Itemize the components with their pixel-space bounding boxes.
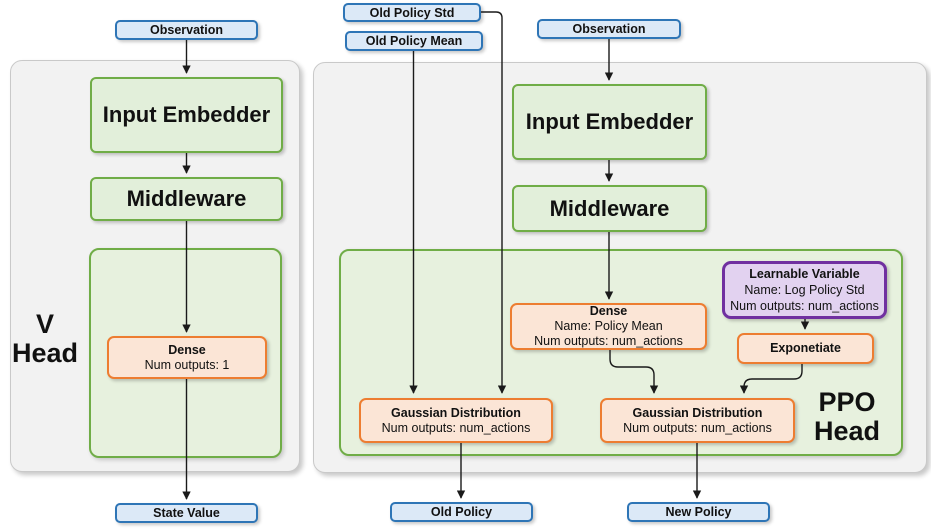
dense-title: Dense bbox=[589, 304, 628, 318]
observation-node-ppo: Observation bbox=[537, 19, 681, 39]
middleware-node-ppo: Middleware bbox=[512, 185, 707, 232]
gaussian-distribution-new-node: Gaussian Distribution Num outputs: num_a… bbox=[600, 398, 795, 443]
dense-title: Dense bbox=[168, 342, 206, 357]
dense-num-outputs: Num outputs: num_actions bbox=[534, 334, 683, 348]
old-policy-std-label: Old Policy Std bbox=[369, 5, 455, 20]
input-embedder-label: Input Embedder bbox=[525, 109, 694, 134]
dense-name: Name: Policy Mean bbox=[554, 319, 663, 333]
dense-node-v: Dense Num outputs: 1 bbox=[107, 336, 267, 379]
observation-label: Observation bbox=[572, 22, 646, 36]
input-embedder-node-v: Input Embedder bbox=[90, 77, 283, 153]
new-policy-label: New Policy bbox=[665, 505, 732, 519]
old-policy-mean-node: Old Policy Mean bbox=[345, 31, 483, 51]
v-head-label: V Head bbox=[5, 310, 85, 368]
exponetiate-node: Exponetiate bbox=[737, 333, 874, 364]
v-head-label-line2: Head bbox=[11, 338, 79, 368]
exponetiate-label: Exponetiate bbox=[770, 341, 841, 355]
middleware-label: Middleware bbox=[549, 195, 670, 221]
observation-node-v: Observation bbox=[115, 20, 258, 40]
gaussian-num-outputs: Num outputs: num_actions bbox=[623, 420, 772, 435]
gaussian-distribution-old-node: Gaussian Distribution Num outputs: num_a… bbox=[359, 398, 553, 443]
learnable-variable-title: Learnable Variable bbox=[749, 267, 860, 281]
ppo-head-label-line1: PPO bbox=[818, 387, 876, 417]
dense-num-outputs: Num outputs: 1 bbox=[144, 357, 230, 372]
v-head-label-line1: V bbox=[35, 309, 54, 339]
learnable-variable-node: Learnable Variable Name: Log Policy Std … bbox=[722, 261, 887, 319]
old-policy-std-node: Old Policy Std bbox=[343, 3, 481, 22]
observation-label: Observation bbox=[150, 23, 223, 37]
learnable-variable-name: Name: Log Policy Std bbox=[744, 283, 865, 297]
input-embedder-node-ppo: Input Embedder bbox=[512, 84, 707, 160]
gaussian-num-outputs: Num outputs: num_actions bbox=[381, 420, 531, 435]
old-policy-node: Old Policy bbox=[390, 502, 533, 522]
ppo-head-label-line2: Head bbox=[813, 416, 881, 446]
state-value-node: State Value bbox=[115, 503, 258, 523]
learnable-variable-num-outputs: Num outputs: num_actions bbox=[730, 299, 879, 313]
gaussian-title: Gaussian Distribution bbox=[391, 405, 521, 420]
state-value-label: State Value bbox=[153, 506, 220, 520]
gaussian-title: Gaussian Distribution bbox=[632, 405, 763, 420]
input-embedder-label: Input Embedder bbox=[102, 102, 271, 127]
middleware-node-v: Middleware bbox=[90, 177, 283, 221]
old-policy-mean-label: Old Policy Mean bbox=[365, 34, 463, 48]
new-policy-node: New Policy bbox=[627, 502, 770, 522]
old-policy-label: Old Policy bbox=[430, 505, 493, 519]
ppo-head-label: PPO Head bbox=[807, 388, 887, 446]
middleware-label: Middleware bbox=[126, 186, 247, 211]
policy-mean-dense-node: Dense Name: Policy Mean Num outputs: num… bbox=[510, 303, 707, 350]
